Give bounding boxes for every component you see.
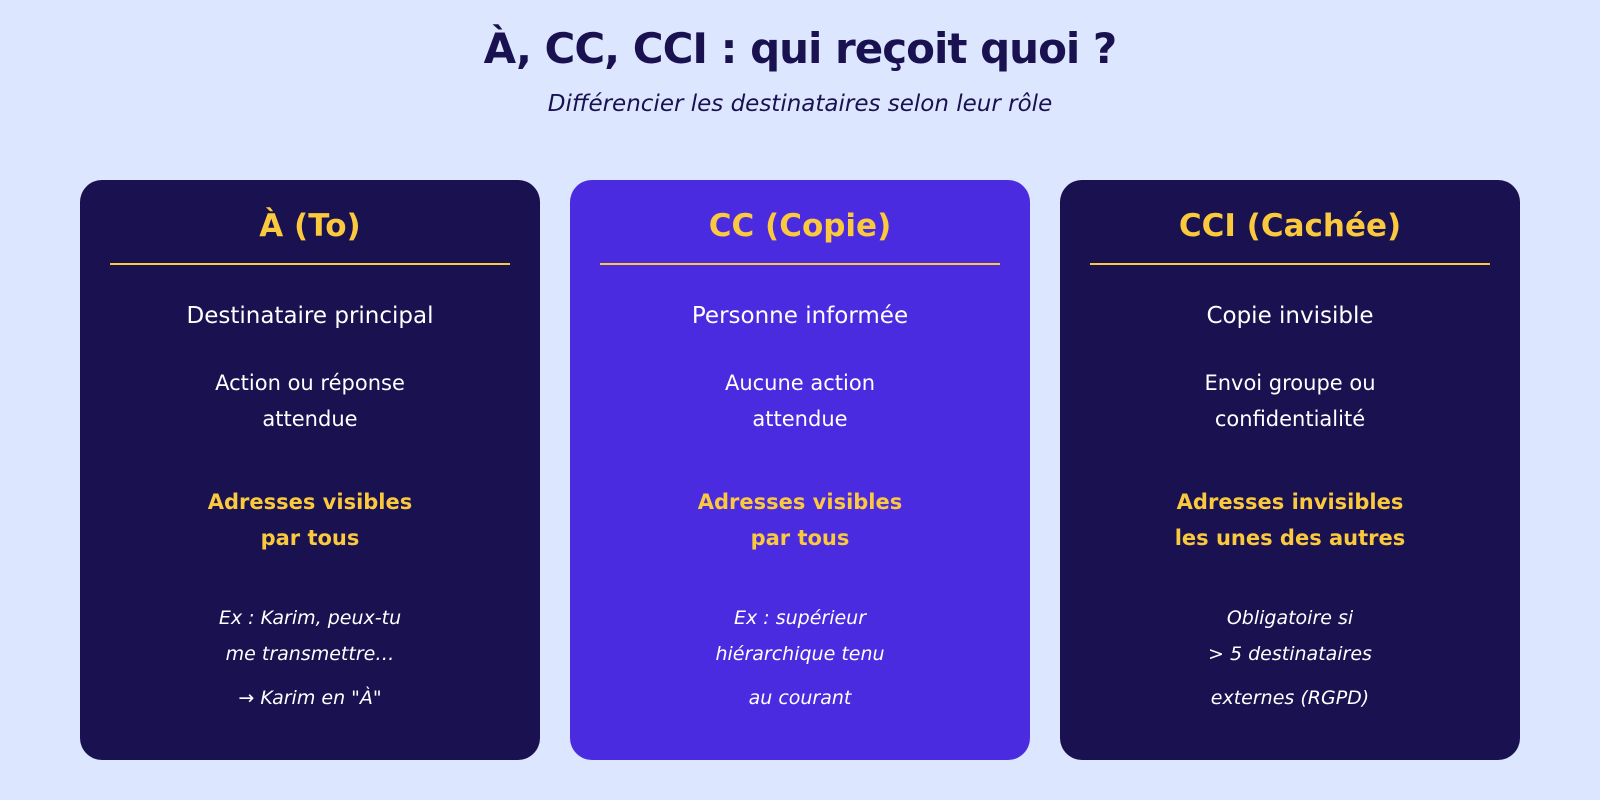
card-role: Copie invisible (1206, 303, 1374, 329)
card-heading: CC (Copie) (708, 208, 892, 244)
page-title: À, CC, CCI : qui reçoit quoi ? (483, 24, 1118, 73)
card-description: Envoi groupe ou confidentialité (1100, 365, 1480, 437)
card-heading: CCI (Cachée) (1178, 208, 1402, 244)
page-subtitle: Différencier les destinataires selon leu… (547, 91, 1053, 117)
example-line: Obligatoire si (1226, 607, 1354, 629)
card-example: Obligatoire si > 5 destinataires externe… (1100, 600, 1480, 716)
heading-divider (600, 263, 1000, 265)
description-line: attendue (262, 407, 358, 431)
example-line: > 5 destinataires (1208, 643, 1372, 665)
description-line: Aucune action (724, 371, 876, 395)
description-line: Action ou réponse (215, 371, 405, 395)
card-heading: À (To) (259, 208, 361, 244)
card-cci: CCI (Cachée) Copie invisible Envoi group… (1060, 180, 1520, 760)
card-cc: CC (Copie) Personne informée Aucune acti… (570, 180, 1030, 760)
heading-divider (110, 263, 510, 265)
card-visibility: Adresses visibles par tous (100, 484, 520, 556)
example-line: Ex : supérieur (733, 607, 867, 629)
visibility-line: par tous (260, 526, 360, 550)
card-visibility: Adresses visibles par tous (590, 484, 1010, 556)
card-role: Personne informée (691, 303, 909, 329)
visibility-line: Adresses visibles (697, 490, 903, 514)
card-example: Ex : Karim, peux-tu me transmettre… → Ka… (120, 600, 500, 716)
heading-divider (1090, 263, 1490, 265)
example-line: hiérarchique tenu (715, 643, 885, 665)
card-visibility: Adresses invisibles les unes des autres (1080, 484, 1500, 556)
description-line: confidentialité (1214, 407, 1366, 431)
example-line: externes (RGPD) (1210, 687, 1370, 709)
example-line: au courant (748, 687, 852, 709)
visibility-line: Adresses invisibles (1176, 490, 1404, 514)
description-line: Envoi groupe ou (1204, 371, 1376, 395)
card-description: Action ou réponse attendue (120, 365, 500, 437)
card-to: À (To) Destinataire principal Action ou … (80, 180, 540, 760)
card-example: Ex : supérieur hiérarchique tenu au cour… (610, 600, 990, 716)
visibility-line: par tous (750, 526, 850, 550)
example-line: me transmettre… (225, 643, 395, 665)
card-description: Aucune action attendue (610, 365, 990, 437)
visibility-line: les unes des autres (1174, 526, 1406, 550)
description-line: attendue (752, 407, 848, 431)
example-line: → Karim en "À" (238, 687, 382, 709)
visibility-line: Adresses visibles (207, 490, 413, 514)
example-line: Ex : Karim, peux-tu (218, 607, 402, 629)
card-role: Destinataire principal (186, 303, 434, 329)
